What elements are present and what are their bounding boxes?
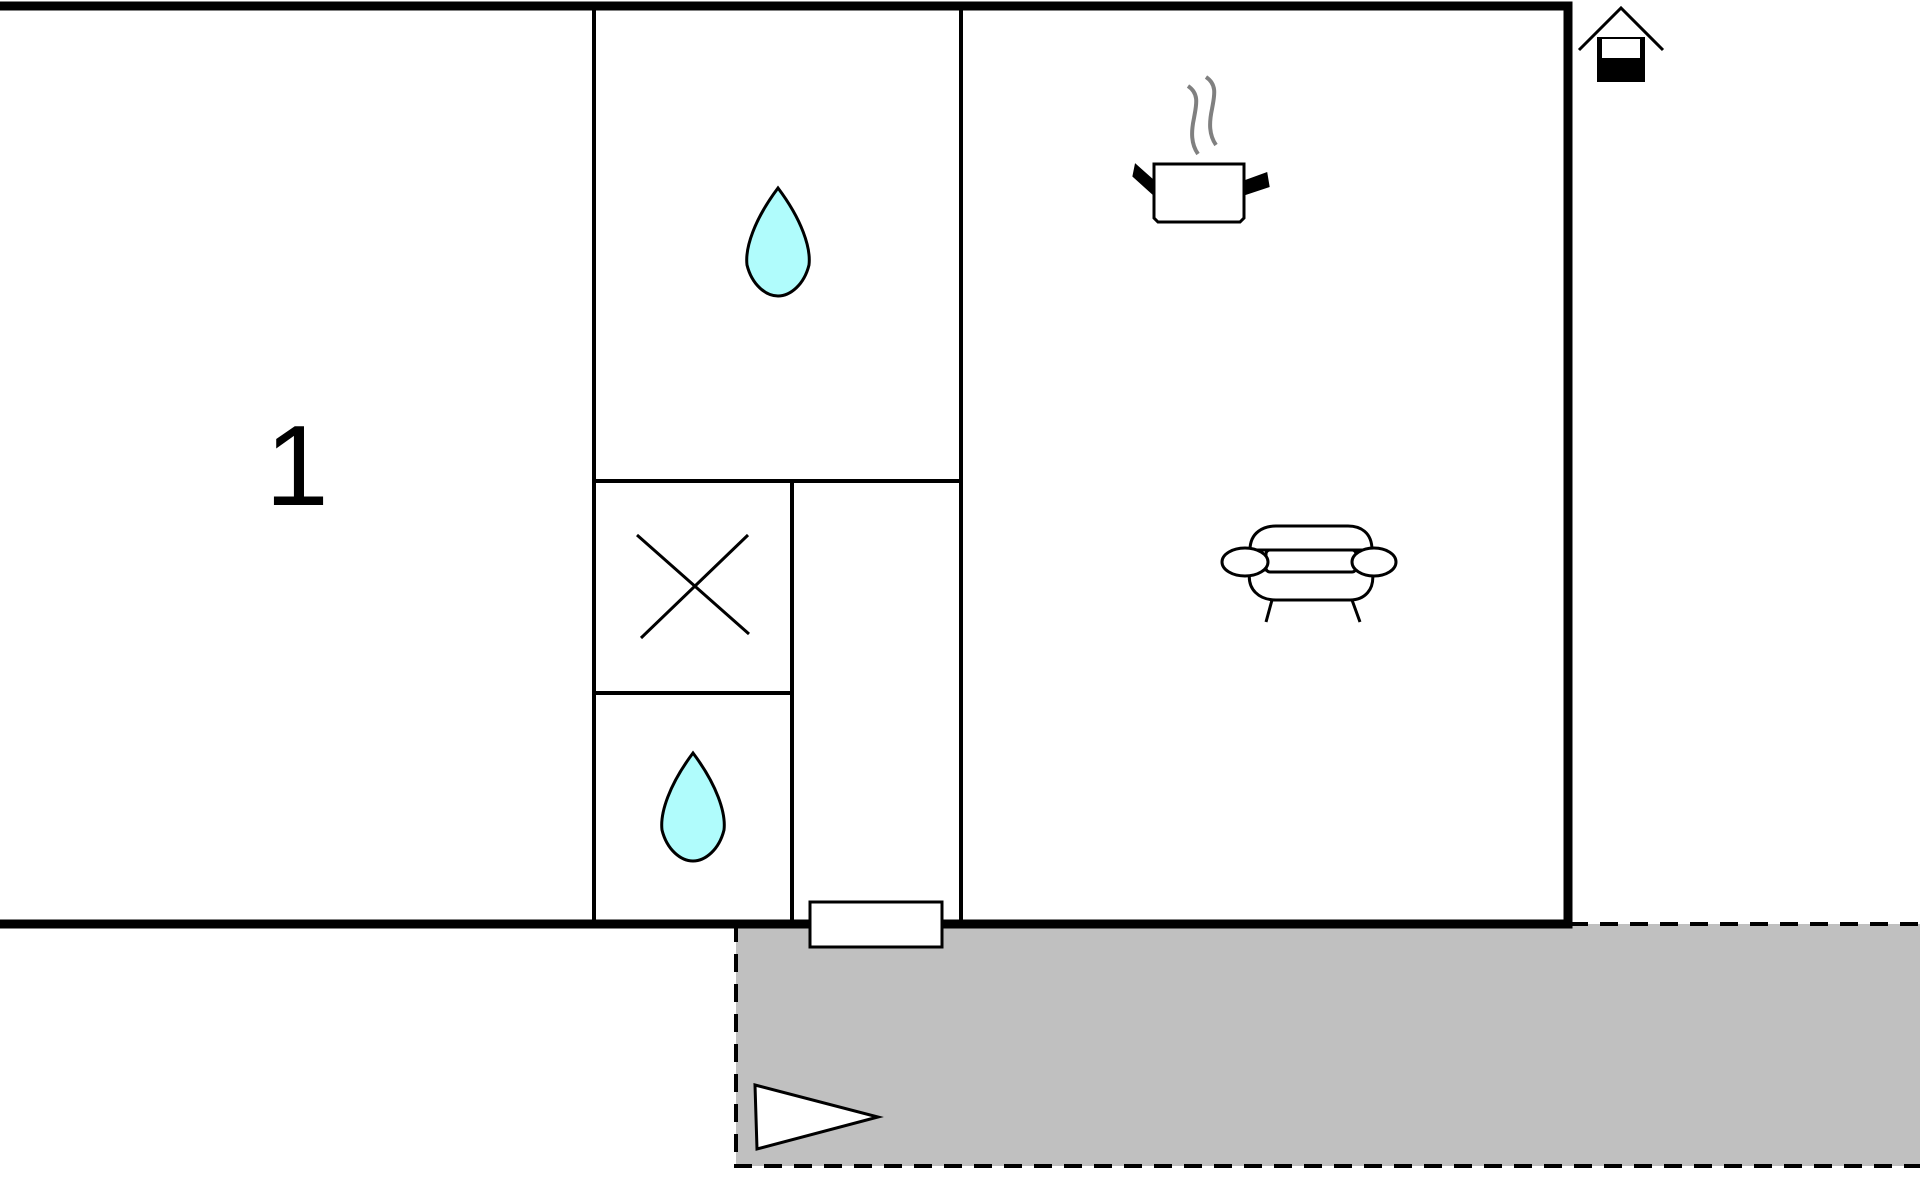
pot-handle-left — [1132, 163, 1156, 196]
sofa-icon — [1220, 524, 1398, 623]
house-window — [1600, 37, 1642, 60]
sofa-back — [1248, 524, 1374, 552]
exterior-walls — [0, 1, 1573, 929]
sofa-cushion — [1264, 548, 1358, 574]
interior-walls — [592, 6, 963, 924]
house-entrance-icon — [1577, 5, 1665, 82]
terrace-area — [736, 924, 1920, 1166]
terrace-outline — [734, 922, 1920, 1168]
steam-line — [1204, 75, 1218, 147]
sofa-leg — [1350, 599, 1362, 623]
pot-body — [1152, 162, 1246, 224]
terrace — [734, 922, 1920, 1168]
cooking-pot-icon — [1132, 75, 1270, 224]
sofa-leg — [1264, 599, 1274, 623]
water-drop-icon — [660, 750, 726, 863]
sofa-armrest-right — [1350, 546, 1398, 578]
sofa-armrest-left — [1220, 546, 1270, 578]
triangle-icon — [753, 1083, 884, 1151]
entrance-door — [808, 900, 944, 949]
outer-wall — [0, 1, 1573, 929]
steam-line — [1186, 84, 1200, 156]
pot-handle-right — [1243, 171, 1270, 196]
cross-icon — [636, 533, 750, 640]
sofa-seat — [1247, 568, 1375, 602]
room-label-bedroom: 1 — [265, 403, 328, 530]
water-drop-icon — [745, 185, 811, 298]
house-roof — [1577, 5, 1665, 52]
